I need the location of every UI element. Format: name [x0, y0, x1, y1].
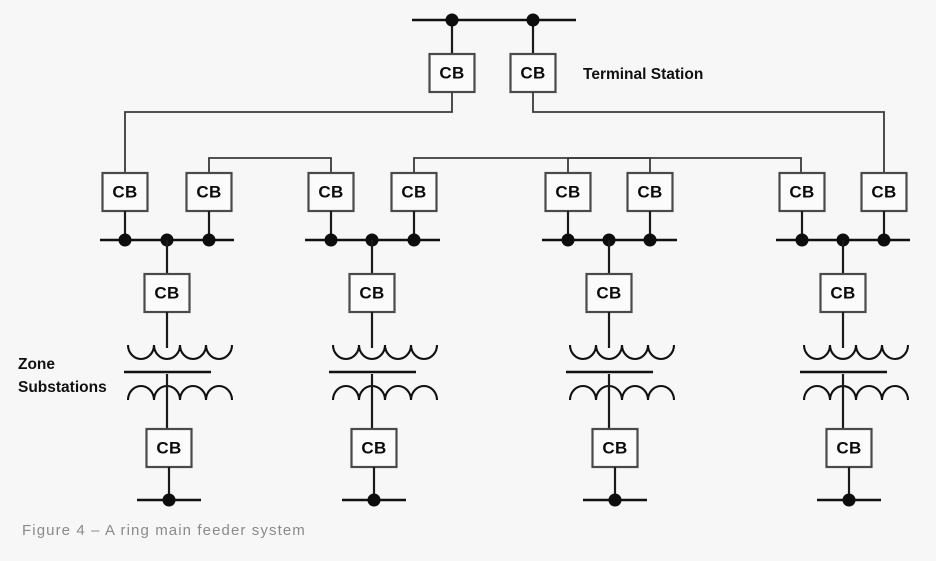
- ring-feeder-left: [124, 92, 453, 172]
- zs3-lv-breaker-label: CB: [602, 438, 627, 457]
- zs1-transformer-icon: [124, 344, 234, 401]
- zs4-lv-breaker-label: CB: [836, 438, 861, 457]
- zs4-hv-breaker-label: CB: [830, 283, 855, 302]
- zs2-bus-node-3: [407, 233, 421, 247]
- zs4-lv-breaker[interactable]: [825, 427, 873, 469]
- terminal-bus-node-right: [526, 13, 540, 27]
- zs4-outgoing-node: [842, 493, 856, 507]
- ring-feeder-right: [532, 92, 885, 172]
- zs2-incoming-breaker-right-label: CB: [401, 182, 426, 201]
- zs1-incoming-breaker-left-label: CB: [112, 182, 137, 201]
- zs2-lv-breaker-label: CB: [361, 438, 386, 457]
- zs2-incoming-breaker-left-label: CB: [318, 182, 343, 201]
- zs2-bus-node-1: [324, 233, 338, 247]
- zs4-hv-breaker[interactable]: [819, 272, 867, 314]
- zone-substations-label-line1: Zone: [18, 356, 55, 373]
- zs4-incoming-breaker-left[interactable]: [778, 171, 826, 213]
- zs1-bus-node-1: [118, 233, 132, 247]
- terminal-station-label: Terminal Station: [583, 66, 703, 83]
- zs1-incoming-breaker-right-label: CB: [196, 182, 221, 201]
- tie-link-zs2-zs3: [413, 157, 651, 172]
- zs4-bus-node-1: [795, 233, 809, 247]
- terminal-bus-node-left: [445, 13, 459, 27]
- tie-link-zs3-zs4: [567, 157, 802, 172]
- terminal-breaker-left[interactable]: [428, 52, 476, 94]
- terminal-breaker-left-label: CB: [439, 63, 464, 82]
- terminal-station-group: CB CB: [124, 13, 885, 172]
- terminal-breaker-right[interactable]: [509, 52, 557, 94]
- zs3-hv-breaker-label: CB: [596, 283, 621, 302]
- zs2-incoming-breaker-left[interactable]: [307, 171, 355, 213]
- zs3-hv-breaker[interactable]: [585, 272, 633, 314]
- zs4-incoming-breaker-left-label: CB: [789, 182, 814, 201]
- zs3-outgoing-node: [608, 493, 622, 507]
- zs3-incoming-breaker-left-label: CB: [555, 182, 580, 201]
- zone-substations-label-line2: Substations: [18, 379, 107, 396]
- zs1-outgoing-node: [162, 493, 176, 507]
- zs2-incoming-breaker-right[interactable]: [390, 171, 438, 213]
- zs3-incoming-breaker-right[interactable]: [626, 171, 674, 213]
- zone-substation-4: CB CB CB CB: [776, 171, 910, 507]
- zs3-transformer-icon: [566, 344, 676, 401]
- zs4-incoming-breaker-right-label: CB: [871, 182, 896, 201]
- zs2-outgoing-node: [367, 493, 381, 507]
- zs1-lv-breaker-label: CB: [156, 438, 181, 457]
- zs2-hv-breaker-label: CB: [359, 283, 384, 302]
- terminal-breaker-right-label: CB: [520, 63, 545, 82]
- zs3-bus-node-3: [643, 233, 657, 247]
- tie-link-zs1-zs2: [208, 157, 332, 172]
- zone-substation-2: CB CB CB CB: [305, 171, 440, 507]
- zs1-incoming-breaker-left[interactable]: [101, 171, 149, 213]
- zs1-lv-breaker[interactable]: [145, 427, 193, 469]
- zs4-bus-node-3: [877, 233, 891, 247]
- zs3-bus-node-1: [561, 233, 575, 247]
- figure-caption: Figure 4 – A ring main feeder system: [22, 522, 306, 539]
- zs2-transformer-icon: [329, 344, 439, 401]
- zs1-hv-breaker-label: CB: [154, 283, 179, 302]
- zone-substation-1: CB CB CB CB: [100, 171, 234, 507]
- zone-substation-3: CB CB CB CB: [542, 171, 677, 507]
- zs1-bus-node-3: [202, 233, 216, 247]
- ring-tie-links-group: [208, 157, 802, 172]
- zs3-incoming-breaker-right-label: CB: [637, 182, 662, 201]
- zs4-transformer-icon: [800, 344, 910, 401]
- zs3-incoming-breaker-left[interactable]: [544, 171, 592, 213]
